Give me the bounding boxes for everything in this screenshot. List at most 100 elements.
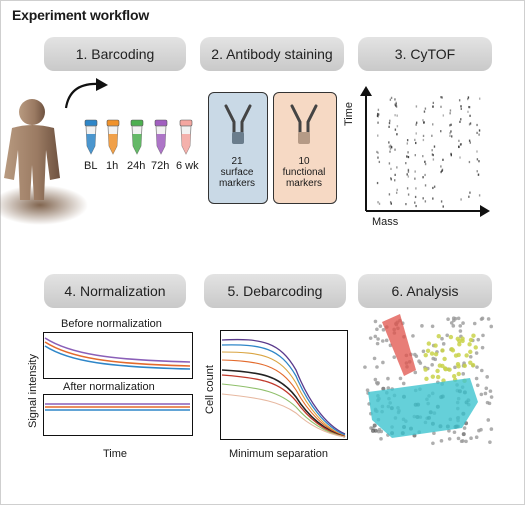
- cytof-dot-156: [478, 129, 481, 132]
- after-normalization-label: After normalization: [63, 381, 155, 393]
- cytof-dot-145: [468, 123, 471, 126]
- analysis-point-179: [458, 329, 463, 333]
- analysis-point-40: [481, 333, 485, 338]
- analysis-point-245: [370, 428, 375, 433]
- cytof-dot-107: [440, 105, 442, 108]
- cytof-event-dots: [376, 96, 481, 208]
- analysis-point-68: [398, 376, 403, 381]
- cytof-dot-2: [378, 160, 381, 164]
- analysis-point-21: [472, 321, 477, 326]
- cytof-dot-17: [388, 145, 391, 148]
- cytof-dot-67: [414, 138, 416, 141]
- cytof-dot-51: [406, 155, 408, 158]
- cytof-dot-97: [432, 105, 434, 108]
- cytof-dot-146: [469, 122, 472, 125]
- cytof-dot-132: [458, 145, 460, 148]
- cytof-dot-162: [478, 133, 480, 136]
- analysis-point-118: [488, 440, 492, 444]
- timepoint-label-6wk: 6 wk: [176, 160, 199, 172]
- analysis-point-47: [378, 324, 383, 328]
- cytof-dot-29: [390, 96, 393, 99]
- debarcoding-curve-8: [221, 393, 346, 438]
- analysis-point-171: [376, 429, 381, 434]
- cytof-dot-27: [389, 119, 391, 122]
- analysis-cluster-red: [382, 314, 416, 376]
- analysis-point-81: [440, 336, 444, 341]
- analysis-point-84: [475, 365, 479, 369]
- cytof-dot-70: [415, 187, 417, 190]
- cytof-dot-44: [394, 148, 396, 151]
- tube-group: [84, 119, 193, 155]
- cytof-dot-34: [394, 173, 396, 176]
- cytof-dot-45: [394, 179, 396, 182]
- debarcoding-curve-5: [221, 369, 346, 438]
- cytof-dot-155: [477, 173, 480, 176]
- debarcoding-curve-7: [221, 383, 346, 438]
- cytof-dot-47: [396, 166, 398, 169]
- cytof-dot-75: [414, 177, 416, 180]
- cytof-dot-5: [378, 113, 380, 116]
- before-normalization-label: Before normalization: [61, 318, 162, 330]
- cytof-dot-87: [422, 197, 424, 200]
- analysis-point-200: [430, 374, 436, 379]
- analysis-point-193: [448, 334, 454, 340]
- cytof-dot-133: [458, 99, 461, 102]
- cytof-dot-38: [396, 188, 398, 191]
- timepoint-label-bl: BL: [84, 160, 98, 172]
- analysis-point-92: [368, 336, 373, 340]
- analysis-point-1: [475, 383, 480, 388]
- cytof-dot-52: [406, 142, 408, 145]
- cytof-dot-71: [415, 141, 417, 145]
- debarcoding-x-label: Minimum separation: [229, 448, 329, 460]
- sample-tube-3: [130, 119, 144, 155]
- analysis-point-144: [456, 436, 461, 441]
- cytof-dot-101: [432, 101, 435, 104]
- cytof-dot-25: [390, 178, 392, 181]
- analysis-point-73: [381, 328, 386, 332]
- cytof-dot-96: [433, 145, 436, 148]
- antibody-icon-surface: [224, 104, 252, 138]
- cytof-dot-30: [389, 144, 392, 147]
- analysis-point-199: [423, 367, 428, 372]
- cytof-dot-79: [422, 155, 424, 158]
- analysis-point-133: [421, 349, 426, 354]
- antibody-icon-functional: [290, 104, 318, 138]
- analysis-point-232: [461, 432, 466, 437]
- cytof-dot-102: [431, 149, 433, 152]
- analysis-point-91: [379, 429, 384, 434]
- analysis-point-85: [484, 386, 489, 391]
- cytof-dot-153: [476, 123, 478, 127]
- cytof-dot-92: [432, 186, 434, 190]
- cytof-dot-134: [459, 156, 461, 159]
- cytof-dot-20: [389, 150, 391, 153]
- functional-line1: functional: [282, 167, 326, 178]
- analysis-point-181: [424, 376, 429, 382]
- step-analysis: 6. Analysis: [358, 274, 492, 308]
- cytof-dot-12: [376, 112, 379, 116]
- analysis-point-57: [373, 319, 378, 324]
- debarcoding-curve-1: [221, 338, 346, 435]
- analysis-point-95: [375, 341, 380, 346]
- cytof-dot-76: [424, 107, 427, 110]
- figure-title: Experiment workflow: [12, 7, 150, 23]
- analysis-point-212: [456, 364, 461, 369]
- analysis-point-55: [469, 436, 473, 441]
- cytof-dot-158: [476, 131, 478, 134]
- analysis-point-206: [447, 367, 452, 372]
- cytof-dot-114: [440, 200, 443, 203]
- cytof-dot-141: [468, 160, 471, 164]
- analysis-point-213: [467, 342, 472, 347]
- timepoint-label-24h: 24h: [127, 160, 146, 172]
- analysis-point-168: [376, 337, 380, 341]
- cytof-dot-11: [377, 121, 379, 124]
- cytof-dot-157: [477, 173, 480, 176]
- cytof-dot-32: [389, 147, 392, 150]
- cytof-dot-66: [414, 201, 416, 204]
- analysis-point-151: [447, 437, 452, 441]
- cytof-dot-28: [390, 177, 392, 180]
- analysis-point-154: [483, 391, 488, 396]
- analysis-point-111: [480, 316, 485, 321]
- analysis-point-187: [425, 348, 431, 354]
